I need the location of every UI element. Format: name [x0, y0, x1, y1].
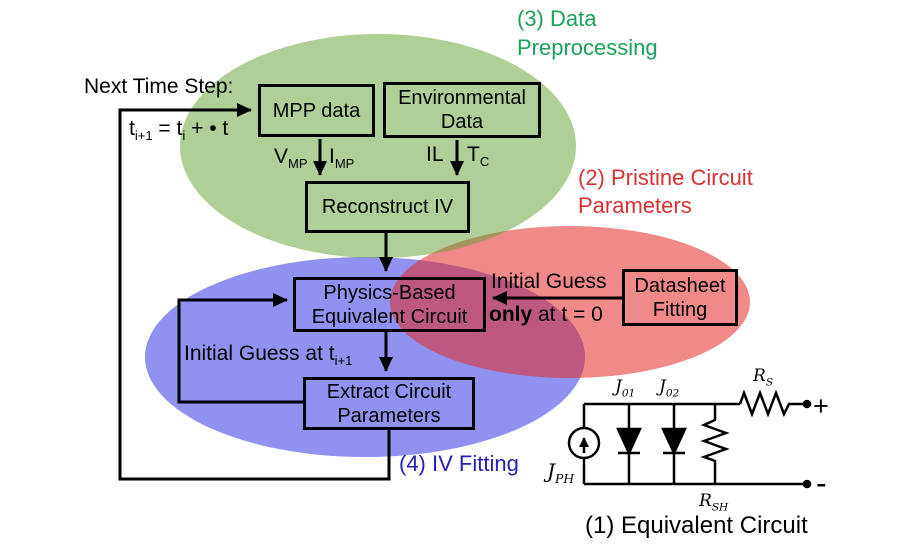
time-update-formula: ti+1 = ti + • t — [129, 117, 229, 144]
region-4-iv-fitting-title: (4) IV Fitting — [399, 451, 519, 476]
initial-guess-arrow-label: Initial Guess — [491, 270, 607, 293]
extract-box-label-line1: Extract Circuit — [326, 380, 452, 403]
equivalent-circuit-schematic — [567, 389, 812, 489]
mpp-data-box: MPP data — [258, 84, 375, 137]
region-3-data-preprocessing-title: (3) Data Preprocessing — [517, 5, 658, 62]
region-2-title-line1: (2) Pristine Circuit — [578, 165, 753, 190]
data-preprocessing-region-ellipse — [180, 34, 576, 258]
datasheet-box-label-line1: Datasheet — [634, 274, 726, 297]
j02-diode-label: J02 — [659, 377, 680, 400]
jph-current-source-label: JPH — [547, 459, 575, 486]
physics-based-equivalent-circuit-box: Physics-Based Equivalent Circuit — [293, 277, 486, 332]
rs-series-resistor-label: RS — [753, 366, 774, 389]
rsh-shunt-resistor-label: RSH — [699, 491, 729, 514]
environmental-data-box: Environmental Data — [383, 82, 541, 138]
region-1-equivalent-circuit-title: (1) Equivalent Circuit — [585, 512, 808, 539]
datasheet-fitting-box: Datasheet Fitting — [622, 269, 738, 326]
imp-signal-label: IMP — [329, 145, 355, 172]
diode-1-symbol — [616, 404, 642, 484]
region-2-pristine-circuit-title: (2) Pristine Circuit Parameters — [578, 164, 753, 219]
j01-diode-label: J01 — [615, 377, 636, 400]
environmental-data-label-line1: Environmental — [398, 87, 526, 109]
extract-box-label-line2: Parameters — [337, 404, 441, 427]
negative-terminal-dot — [802, 479, 812, 489]
environmental-data-label-line2: Data — [440, 111, 484, 133]
only-at-t0-arrow-label: only at t = 0 — [489, 303, 603, 326]
next-time-step-label: Next Time Step: — [84, 75, 234, 98]
initial-guess-next-step-label: Initial Guess at ti+1 — [184, 342, 353, 369]
positive-terminal-dot — [802, 399, 812, 409]
il-signal-label: IL — [426, 143, 444, 166]
mpp-data-label: MPP data — [272, 99, 361, 122]
shunt-resistor-symbol — [700, 404, 730, 484]
outer-loop-arrow — [118, 103, 391, 481]
diode-2-symbol — [661, 404, 687, 484]
tc-signal-label: TC — [467, 143, 490, 170]
region-3-title-line2: Preprocessing — [517, 34, 658, 60]
current-source-symbol — [567, 426, 601, 460]
extract-circuit-parameters-box: Extract Circuit Parameters — [303, 377, 475, 430]
physics-box-label-line2: Equivalent Circuit — [311, 305, 468, 328]
negative-terminal-sign: - — [816, 465, 827, 501]
reconstruct-iv-box: Reconstruct IV — [305, 181, 470, 233]
pristine-params-region-ellipse — [390, 226, 750, 378]
datasheet-box-label-line2: Fitting — [652, 298, 708, 321]
inner-loop-arrow — [177, 293, 303, 404]
region-3-title-line1: (3) Data — [517, 6, 597, 31]
vmp-signal-label: VMP — [274, 145, 308, 172]
physics-box-label-line1: Physics-Based — [323, 281, 456, 304]
positive-terminal-sign: + — [813, 391, 829, 421]
region-2-title-line2: Parameters — [578, 192, 692, 218]
reconstruct-iv-label: Reconstruct IV — [321, 196, 454, 218]
series-resistor-symbol — [738, 389, 803, 418]
